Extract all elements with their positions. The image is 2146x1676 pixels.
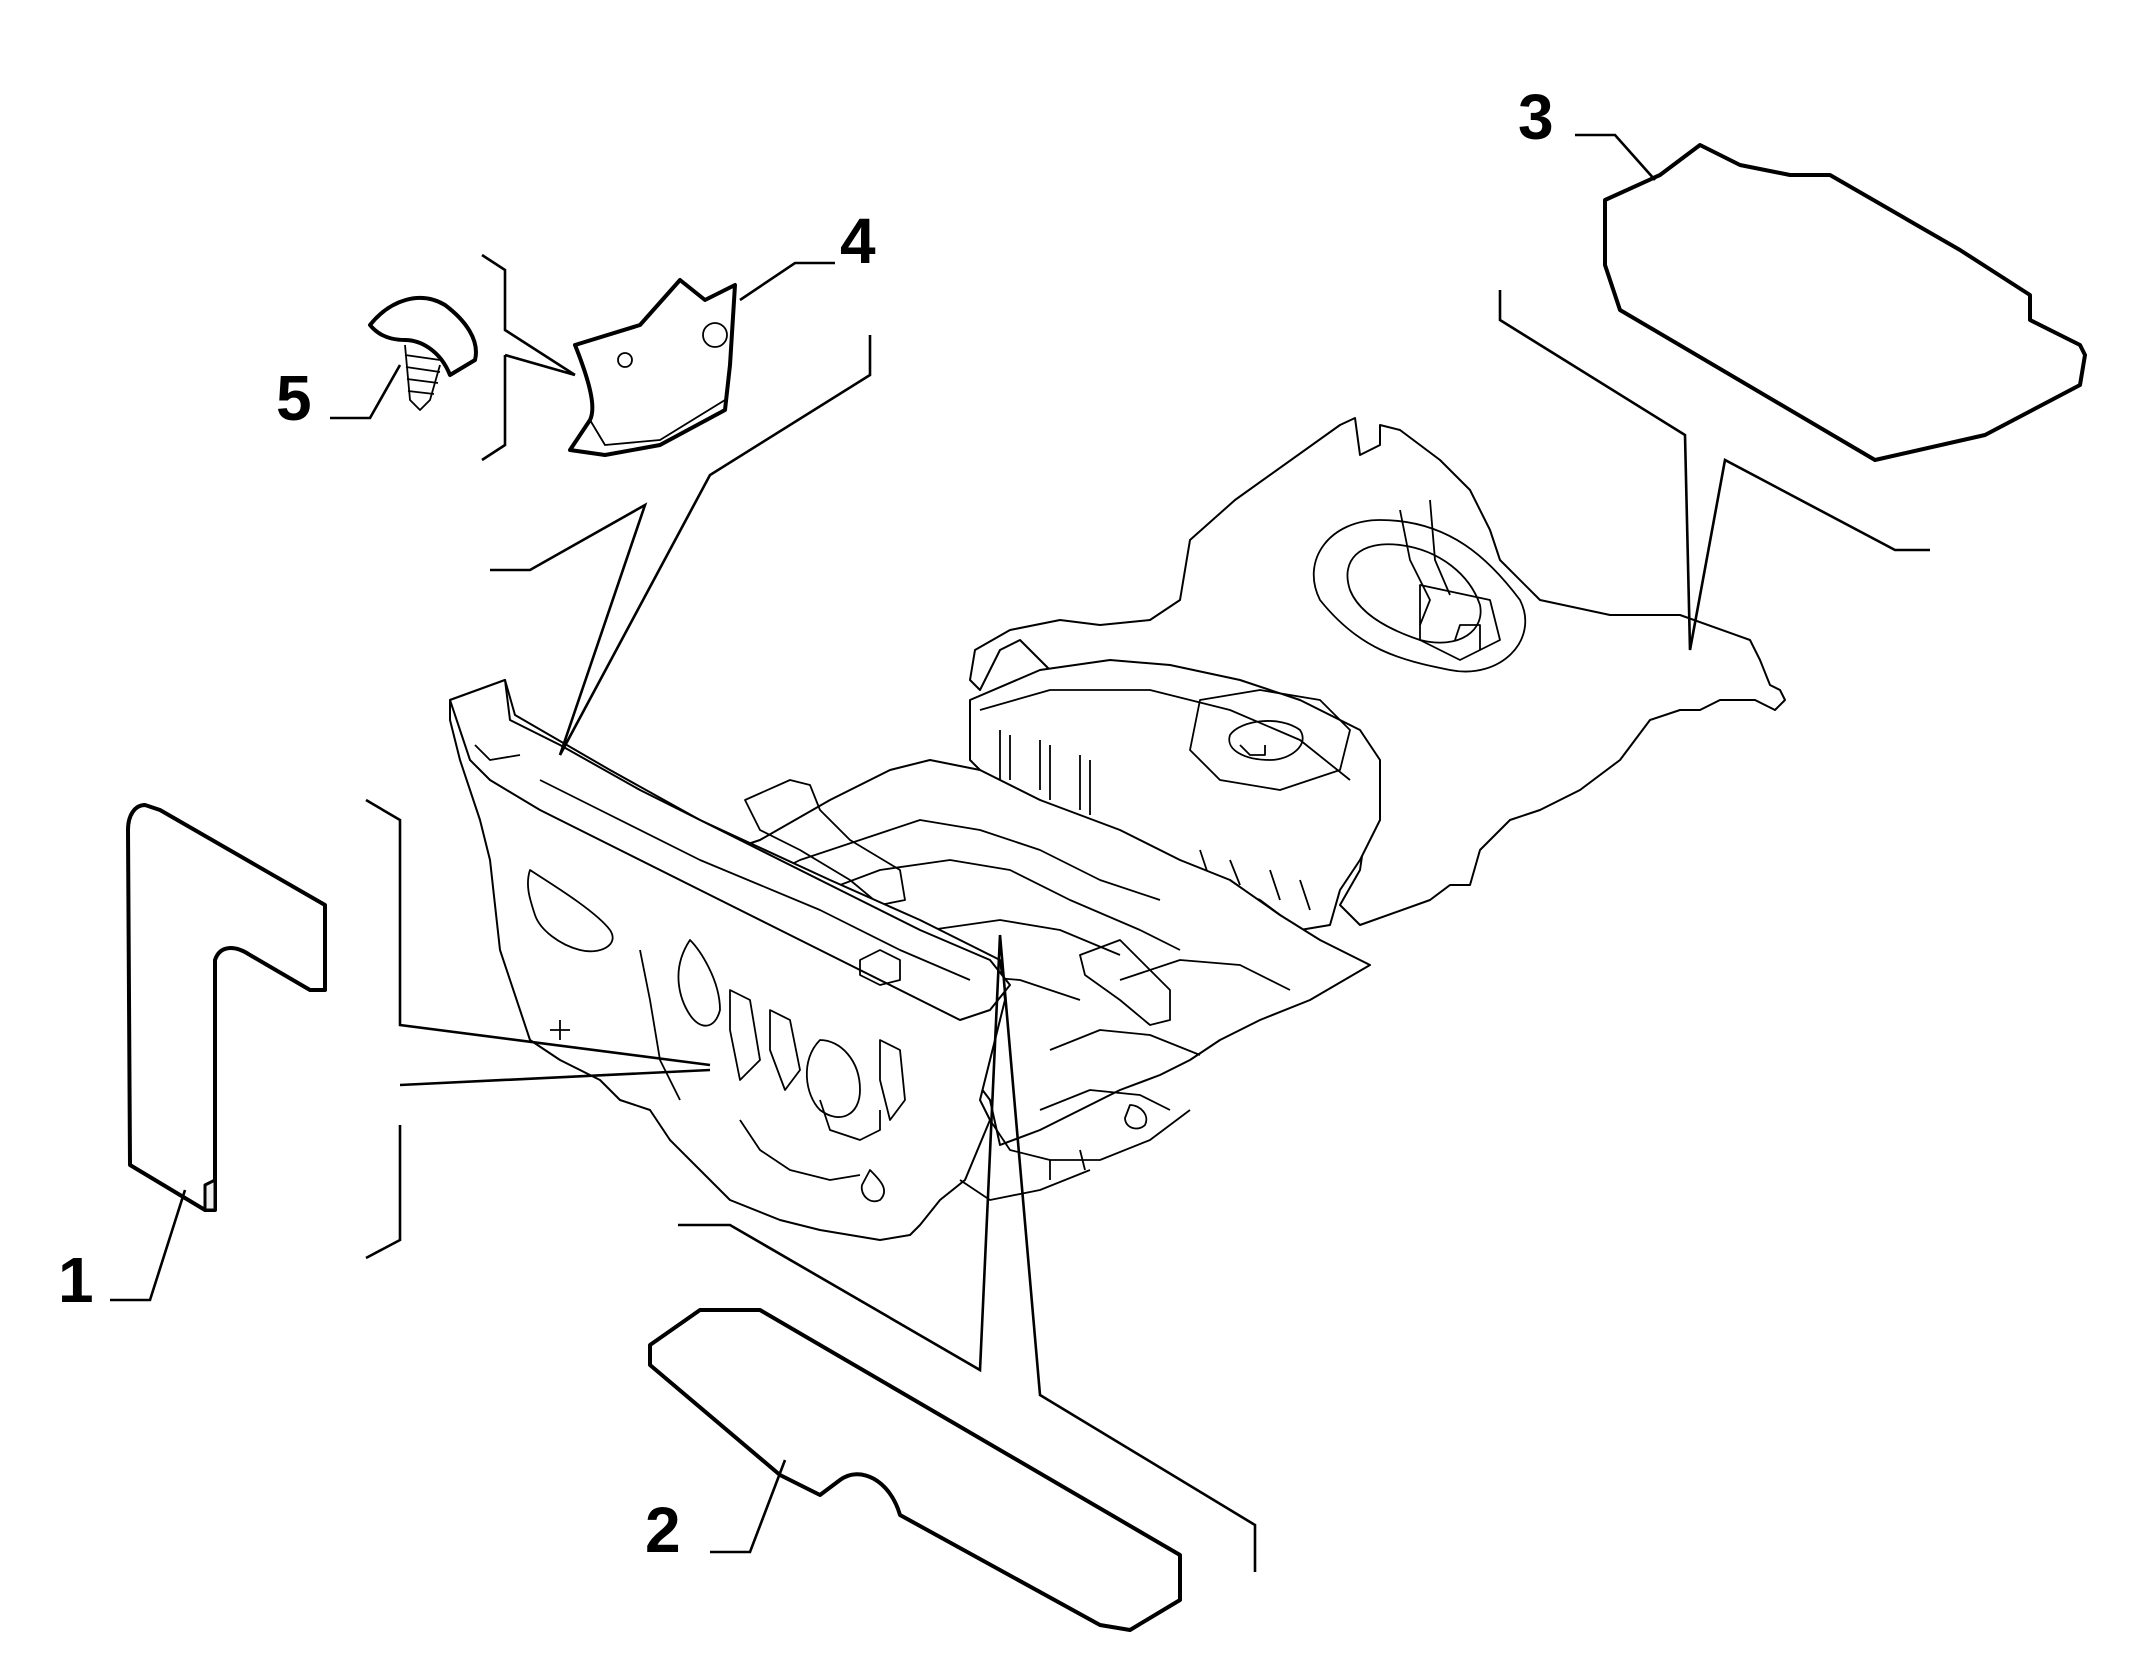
leader-lines: [110, 133, 1930, 1572]
part-5-push-clip: [368, 295, 478, 411]
callout-labels: 1 2 3 4 5: [58, 81, 1554, 1566]
bracket-3: [1498, 290, 1930, 651]
part-3-floor-insulation-pad: [1603, 143, 2087, 462]
leader-5: [330, 364, 402, 420]
part-2-insulation-strip: [648, 1308, 1182, 1632]
part-4-tunnel-pad: [568, 278, 737, 457]
vehicle-floor-pan: [449, 417, 1786, 1241]
bracket-1: [365, 798, 711, 1260]
part-1-insulation-pad: [126, 803, 327, 1212]
callout-label-2: 2: [645, 1494, 681, 1566]
bracket-4: [490, 335, 872, 756]
leader-4: [739, 261, 835, 302]
leader-1: [110, 1189, 187, 1302]
bracket-4-5: [481, 253, 576, 462]
leader-3: [1575, 133, 1656, 181]
leader-2: [710, 1459, 787, 1554]
callout-label-5: 5: [276, 362, 312, 434]
callout-label-4: 4: [840, 205, 876, 277]
bracket-2: [678, 934, 1257, 1572]
callout-label-3: 3: [1518, 81, 1554, 153]
callout-label-1: 1: [58, 1244, 94, 1316]
